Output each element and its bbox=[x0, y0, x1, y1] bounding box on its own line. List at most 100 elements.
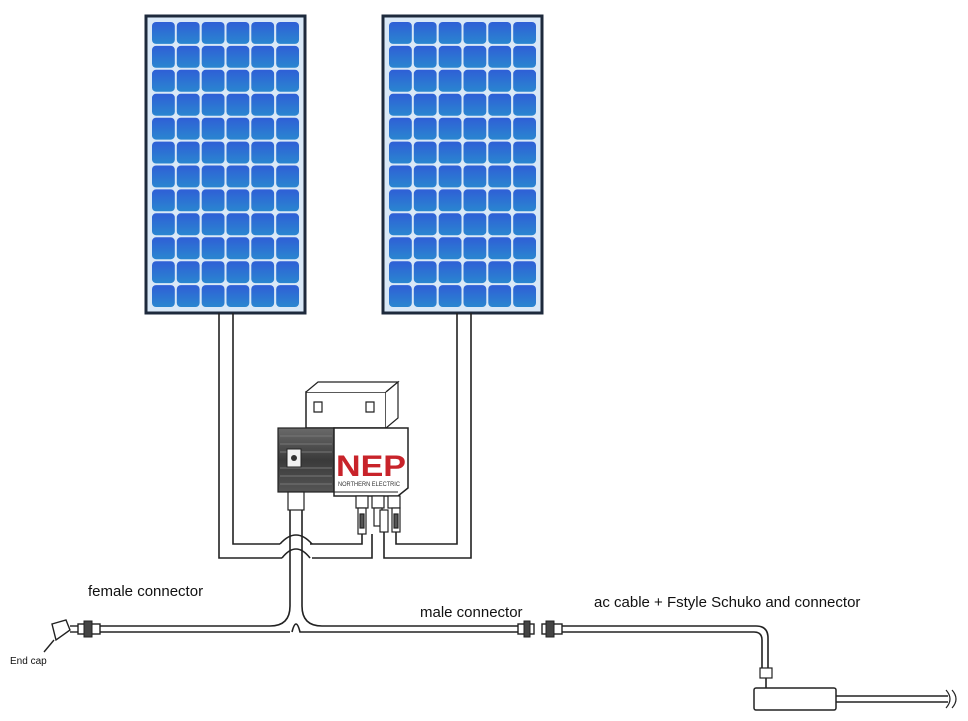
solar-cell bbox=[201, 237, 225, 260]
solar-cell bbox=[513, 213, 536, 236]
solar-cell bbox=[152, 117, 175, 140]
solar-cell bbox=[226, 165, 250, 188]
solar-cell bbox=[176, 261, 200, 284]
solar-cell bbox=[389, 213, 412, 236]
solar-cell bbox=[463, 189, 487, 212]
solar-cell bbox=[176, 237, 200, 260]
solar-cell bbox=[226, 189, 250, 212]
solar-cell bbox=[513, 141, 536, 164]
solar-cell bbox=[251, 93, 275, 116]
solar-cell bbox=[513, 237, 536, 260]
left-panel-dc-cable bbox=[218, 313, 282, 559]
solar-cell bbox=[513, 285, 536, 307]
solar-cell bbox=[438, 141, 462, 164]
solar-cell bbox=[201, 261, 225, 284]
solar-cell bbox=[438, 93, 462, 116]
solar-cell bbox=[413, 69, 437, 92]
solar-cell bbox=[152, 165, 175, 188]
solar-cell bbox=[251, 45, 275, 68]
solar-cell bbox=[152, 213, 175, 236]
solar-cell bbox=[488, 285, 512, 307]
solar-cell bbox=[413, 237, 437, 260]
solar-cell bbox=[413, 261, 437, 284]
ac-cable-connector bbox=[541, 620, 563, 638]
solar-cell bbox=[276, 213, 299, 236]
solar-cell bbox=[488, 117, 512, 140]
solar-cell bbox=[152, 93, 175, 116]
solar-cell bbox=[251, 189, 275, 212]
solar-cell bbox=[251, 213, 275, 236]
solar-cell bbox=[251, 165, 275, 188]
solar-cell bbox=[176, 165, 200, 188]
solar-cell bbox=[201, 45, 225, 68]
solar-cell bbox=[276, 285, 299, 307]
solar-cell bbox=[226, 45, 250, 68]
solar-cell bbox=[413, 213, 437, 236]
solar-cell bbox=[463, 261, 487, 284]
solar-cell bbox=[513, 93, 536, 116]
solar-cell bbox=[201, 189, 225, 212]
solar-cell bbox=[413, 165, 437, 188]
solar-cell bbox=[276, 45, 299, 68]
solar-cell bbox=[413, 189, 437, 212]
solar-cell bbox=[226, 117, 250, 140]
solar-cell bbox=[226, 141, 250, 164]
solar-cell bbox=[176, 189, 200, 212]
solar-cell bbox=[201, 93, 225, 116]
solar-cell bbox=[438, 45, 462, 68]
ac-cable-label: ac cable + Fstyle Schuko and connector bbox=[594, 594, 861, 611]
right-solar-panel bbox=[381, 14, 544, 315]
solar-cell bbox=[389, 261, 412, 284]
solar-cell bbox=[152, 141, 175, 164]
left-solar-panel bbox=[144, 14, 307, 315]
solar-cell bbox=[488, 45, 512, 68]
solar-cell bbox=[389, 237, 412, 260]
solar-cell bbox=[488, 189, 512, 212]
ac-trunk-cable bbox=[100, 510, 518, 633]
solar-cell bbox=[251, 141, 275, 164]
solar-cell bbox=[251, 261, 275, 284]
solar-cell bbox=[152, 261, 175, 284]
solar-cell bbox=[438, 285, 462, 307]
solar-cell bbox=[176, 22, 200, 44]
solar-cell bbox=[152, 69, 175, 92]
solar-cell bbox=[488, 141, 512, 164]
solar-cell bbox=[276, 189, 299, 212]
solar-cell bbox=[438, 237, 462, 260]
solar-cell bbox=[276, 165, 299, 188]
end-cap-label: End cap bbox=[10, 656, 47, 667]
solar-cell bbox=[201, 141, 225, 164]
solar-cell bbox=[513, 45, 536, 68]
solar-cell bbox=[513, 261, 536, 284]
solar-cell bbox=[226, 93, 250, 116]
solar-cell bbox=[463, 22, 487, 44]
solar-cell bbox=[152, 285, 175, 307]
solar-cell bbox=[276, 69, 299, 92]
solar-cell bbox=[152, 237, 175, 260]
solar-cell bbox=[463, 213, 487, 236]
solar-cell bbox=[226, 22, 250, 44]
ac-cable bbox=[562, 625, 769, 668]
solar-cell bbox=[251, 117, 275, 140]
solar-cell bbox=[413, 93, 437, 116]
solar-cell bbox=[413, 141, 437, 164]
solar-cell bbox=[488, 93, 512, 116]
male-connector bbox=[517, 620, 535, 638]
solar-cell bbox=[226, 261, 250, 284]
solar-cell bbox=[201, 117, 225, 140]
mounting-bracket bbox=[305, 380, 400, 429]
solar-cell bbox=[201, 165, 225, 188]
solar-cell bbox=[276, 93, 299, 116]
solar-cell bbox=[389, 22, 412, 44]
solar-cell bbox=[413, 117, 437, 140]
solar-cell bbox=[251, 237, 275, 260]
solar-cell bbox=[513, 69, 536, 92]
solar-cell bbox=[413, 45, 437, 68]
solar-cell bbox=[276, 22, 299, 44]
right-panel-dc-cable bbox=[383, 313, 472, 559]
solar-cell bbox=[488, 165, 512, 188]
solar-cell bbox=[251, 285, 275, 307]
solar-cell bbox=[463, 117, 487, 140]
dc-connectors bbox=[355, 495, 401, 535]
solar-cell bbox=[438, 117, 462, 140]
